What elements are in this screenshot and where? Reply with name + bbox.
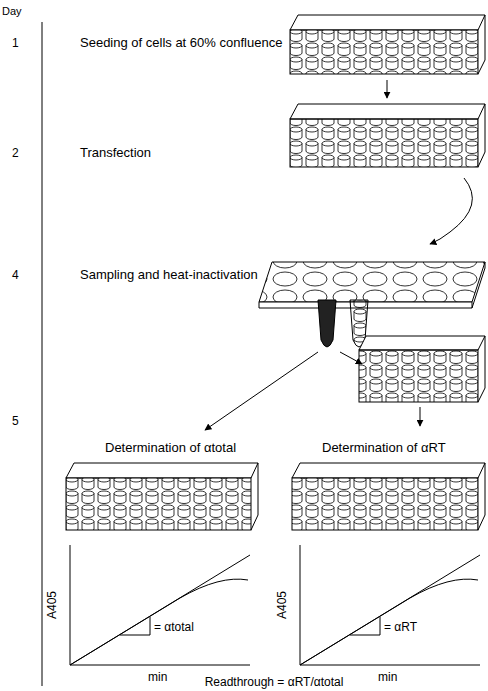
- step-text: Seeding of cells at 60% confluence: [80, 36, 282, 50]
- day-number: 4: [12, 268, 19, 282]
- axis-label: min: [378, 670, 397, 684]
- day-number: 1: [12, 36, 19, 50]
- kinetic-graph: [300, 545, 480, 665]
- axis-label: min: [148, 670, 167, 684]
- axis-label: A405: [45, 591, 59, 619]
- arrow: [420, 407, 421, 426]
- sampling-plate: [259, 262, 485, 347]
- day-number: 5: [12, 414, 19, 428]
- result-formula: Readthrough = αRT/αtotal: [205, 675, 344, 689]
- assay-plate: [359, 336, 485, 402]
- arrow: [387, 80, 388, 98]
- step-text: Transfection: [80, 146, 151, 160]
- arrow: [430, 178, 472, 244]
- step-text: Determination of αtotal: [105, 441, 236, 455]
- slope-label: = αRT: [384, 620, 417, 634]
- step-text: Sampling and heat-inactivation: [80, 268, 258, 282]
- day-number: 2: [12, 146, 19, 160]
- timeline: [42, 22, 43, 686]
- kinetic-graph: [70, 545, 250, 665]
- assay-plate: [292, 463, 485, 530]
- culture-plate: [290, 15, 485, 74]
- arrow: [205, 352, 318, 430]
- step-text: Determination of αRT: [322, 441, 446, 455]
- culture-plate: [290, 104, 485, 167]
- slope-label: = αtotal: [154, 620, 194, 634]
- column-header: Day: [2, 4, 22, 18]
- assay-plate: [66, 463, 258, 530]
- axis-label: A405: [275, 591, 289, 619]
